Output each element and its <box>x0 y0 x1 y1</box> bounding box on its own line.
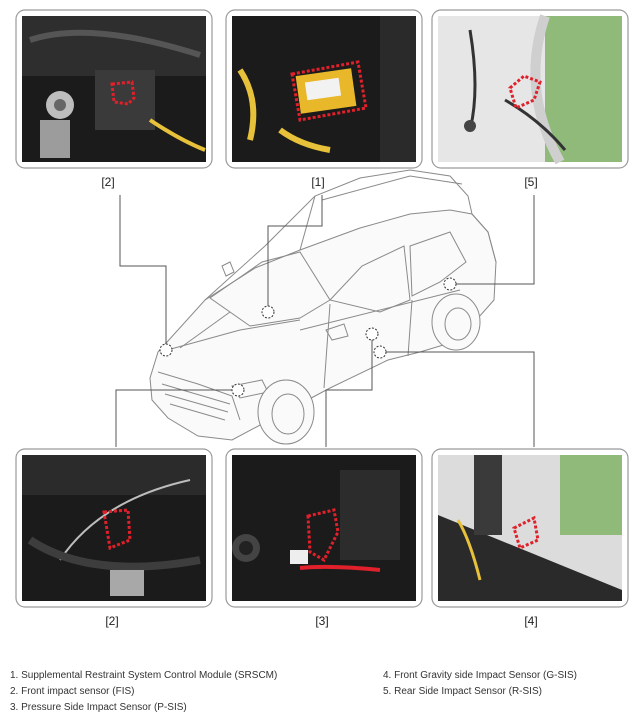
highlight-outline <box>512 515 540 551</box>
callout-top-right: [5] <box>524 175 537 189</box>
marker-fis-front <box>231 383 245 397</box>
callout-top-left: [2] <box>101 175 114 189</box>
legend-left: 1. Supplemental Restraint System Control… <box>10 668 277 716</box>
callout-bottom-right: [4] <box>524 614 537 628</box>
leader-fis-bottom <box>115 389 236 447</box>
legend-item: 5. Rear Side Impact Sensor (R-SIS) <box>383 686 542 697</box>
highlight-outline <box>102 508 132 551</box>
leader-rsis <box>456 195 535 285</box>
highlight-outline <box>110 80 136 106</box>
highlight-outline <box>508 74 542 111</box>
legend-item: 4. Front Gravity side Impact Sensor (G-S… <box>383 670 577 681</box>
legend-item: 1. Supplemental Restraint System Control… <box>10 670 278 681</box>
legend-item: 3. Pressure Side Impact Sensor (P-SIS) <box>10 702 187 713</box>
marker-srscm <box>261 305 275 319</box>
legend-right: 4. Front Gravity side Impact Sensor (G-S… <box>383 668 577 700</box>
suv-line-drawing <box>149 169 497 445</box>
marker-gsis <box>373 345 387 359</box>
marker-psis <box>365 327 379 341</box>
photo-front-impact-sensor-top <box>15 9 213 169</box>
leader-srscm <box>267 195 323 306</box>
leader-gsis <box>382 351 535 447</box>
photo-srscm <box>225 9 423 169</box>
highlight-outline <box>290 60 368 122</box>
leader-fis-top <box>119 195 167 344</box>
photo-front-impact-sensor-bottom <box>15 448 213 608</box>
legend-item: 2. Front impact sensor (FIS) <box>10 686 135 697</box>
photo-rear-side-impact-sensor <box>431 9 629 169</box>
callout-top-center: [1] <box>311 175 324 189</box>
photo-pressure-side-impact-sensor <box>225 448 423 608</box>
marker-fis <box>159 343 173 357</box>
callout-bottom-center: [3] <box>315 614 328 628</box>
highlight-outline <box>306 508 340 563</box>
callout-bottom-left: [2] <box>105 614 118 628</box>
photo-gravity-side-impact-sensor <box>431 448 629 608</box>
leader-psis <box>325 336 373 447</box>
marker-rsis <box>443 277 457 291</box>
